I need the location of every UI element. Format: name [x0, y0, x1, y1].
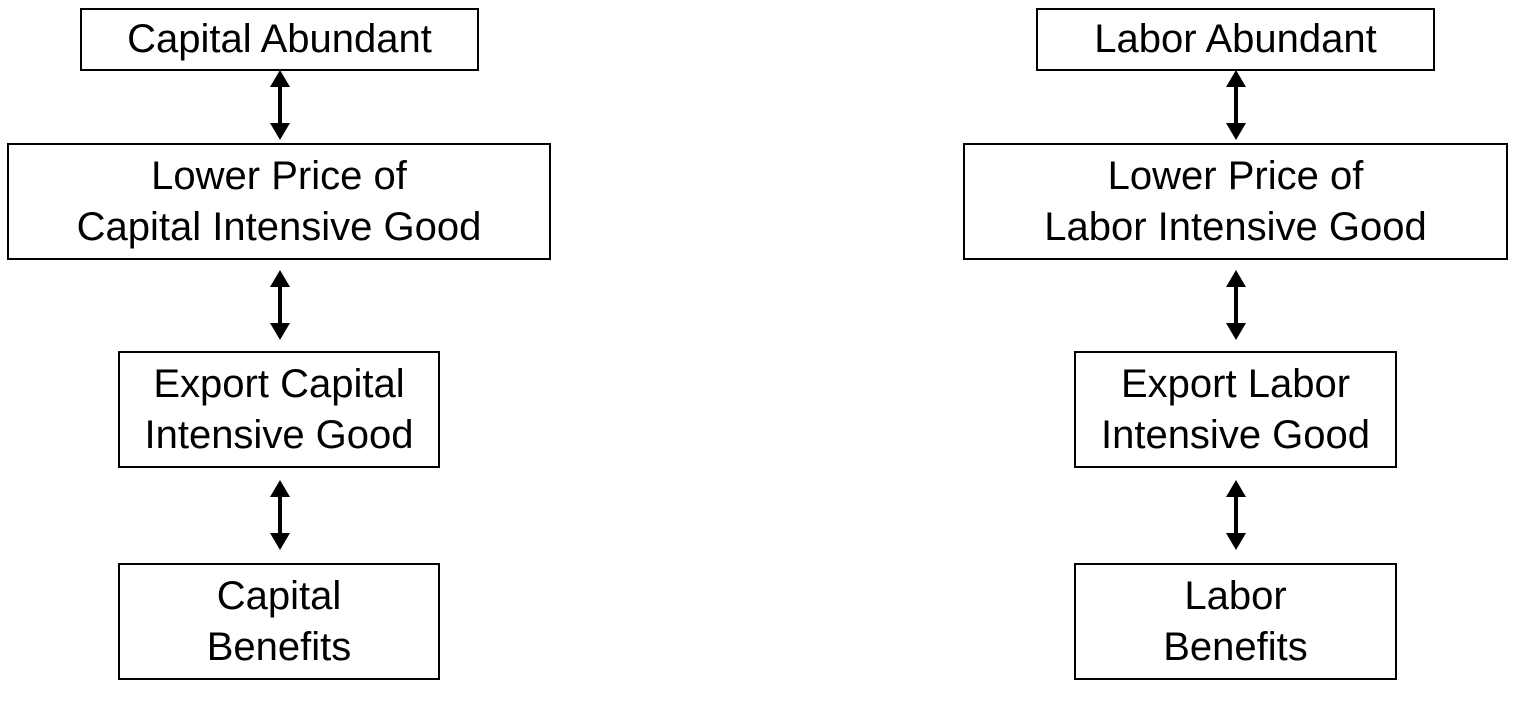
benefits-line-2: Benefits [206, 624, 352, 669]
lower-price-line-1: Lower Price of [151, 153, 407, 198]
export-line-2: Intensive Good [144, 412, 414, 457]
double-arrow-icon [1223, 70, 1249, 140]
lower-price-capital-good-box: Lower Price of Capital Intensive Good [7, 143, 551, 260]
double-arrow-icon [267, 270, 293, 340]
double-arrow-icon [1223, 480, 1249, 550]
labor-benefits-box: Labor Benefits [1074, 563, 1397, 680]
export-labor-good-box: Export Labor Intensive Good [1074, 351, 1397, 468]
benefits-line-2: Benefits [1163, 624, 1308, 669]
capital-abundant-box: Capital Abundant [80, 8, 479, 71]
capital-abundant-label: Capital Abundant [127, 17, 432, 61]
benefits-line-1: Capital [216, 573, 342, 618]
lower-price-line-2: Labor Intensive Good [1044, 204, 1427, 249]
lower-price-labor-good-box: Lower Price of Labor Intensive Good [963, 143, 1508, 260]
export-line-2: Intensive Good [1100, 412, 1371, 457]
export-line-1: Export Labor [1120, 361, 1351, 406]
double-arrow-icon [267, 480, 293, 550]
export-line-1: Export Capital [153, 361, 405, 406]
double-arrow-icon [1223, 270, 1249, 340]
labor-abundant-label: Labor Abundant [1094, 17, 1377, 61]
lower-price-line-1: Lower Price of [1107, 153, 1364, 198]
labor-abundant-box: Labor Abundant [1036, 8, 1435, 71]
benefits-line-1: Labor [1184, 573, 1287, 618]
export-capital-good-box: Export Capital Intensive Good [118, 351, 440, 468]
double-arrow-icon [267, 70, 293, 140]
capital-benefits-box: Capital Benefits [118, 563, 440, 680]
lower-price-line-2: Capital Intensive Good [76, 204, 482, 249]
